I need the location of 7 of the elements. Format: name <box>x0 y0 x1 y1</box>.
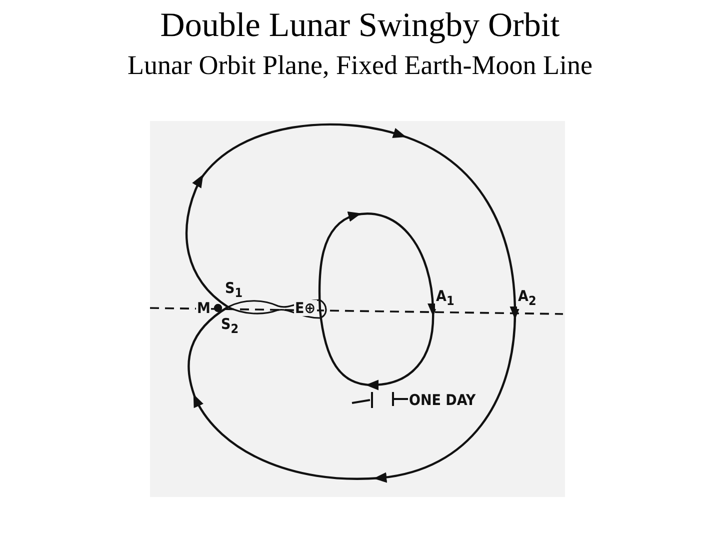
point-label: A$_{1}$ <box>435 288 456 309</box>
point-label: M <box>196 300 212 316</box>
title: Double Lunar Swingby Orbit <box>159 6 561 46</box>
subtitle: Lunar Orbit Plane, Fixed Earth-Moon Line <box>126 49 594 82</box>
scale-label: ONE DAY <box>408 392 477 408</box>
point-label: A$_{2}$ <box>517 288 538 309</box>
point-label: E⊕ <box>294 300 317 316</box>
